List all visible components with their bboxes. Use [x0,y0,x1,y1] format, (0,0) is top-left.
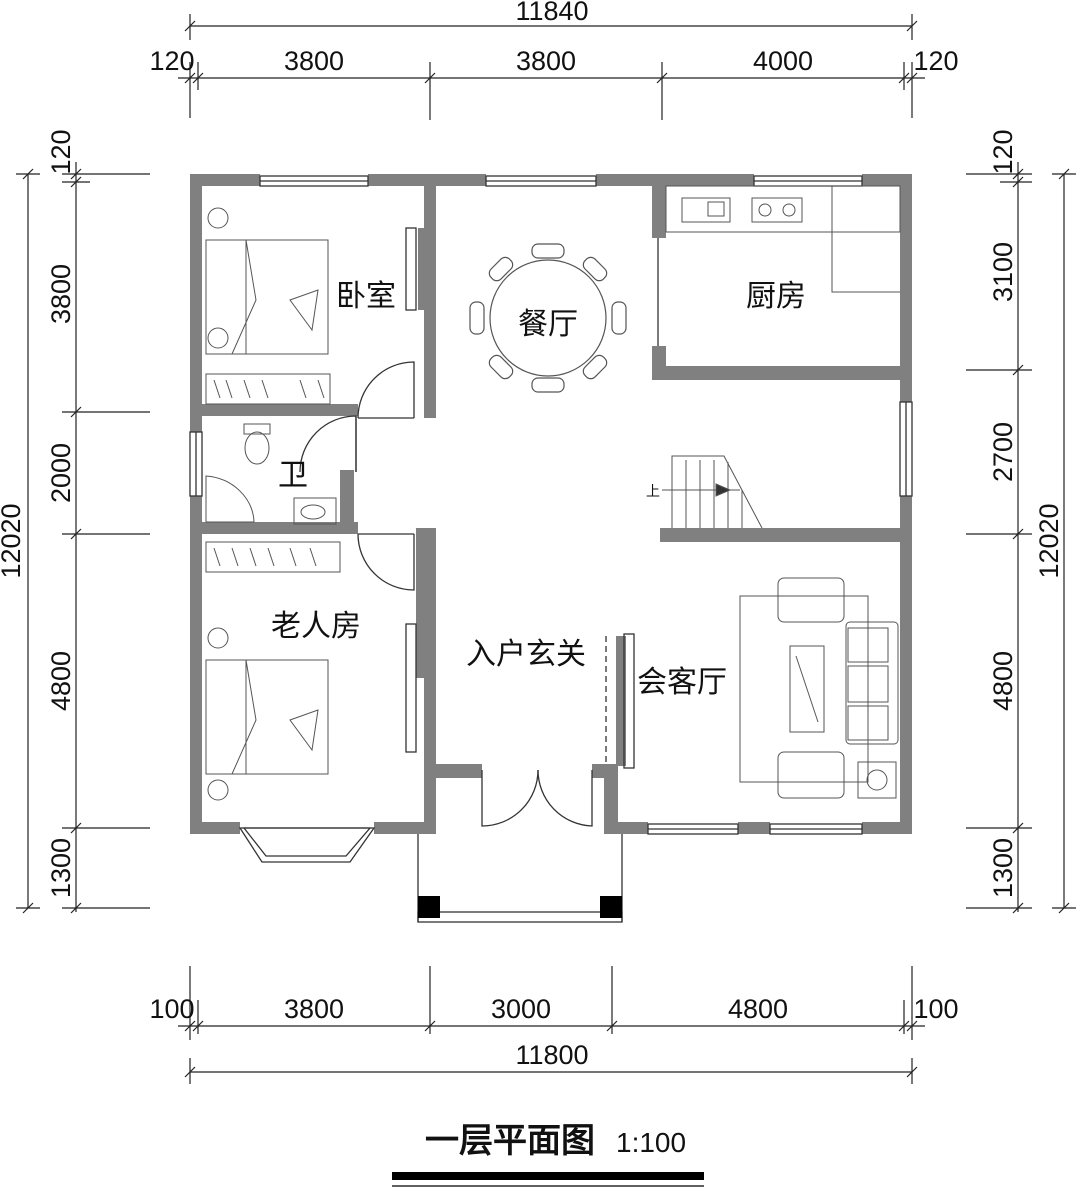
porch [417,834,623,923]
dim-right-3: 2700 [988,422,1018,482]
room-label-dining: 餐厅 [518,307,578,342]
doors [299,238,659,827]
dim-bottom-3: 3000 [491,994,551,1024]
room-labels: 卧室 餐厅 厨房 卫 老人房 入户玄关 会客厅 [271,279,806,700]
room-label-reception: 会客厅 [637,665,727,700]
dim-right-5: 1300 [988,838,1018,898]
kitchen-counter [665,185,901,293]
dim-right-total: 12020 [1034,503,1064,578]
room-label-entrance: 入户玄关 [466,637,586,672]
wardrobe-bedroom [205,373,331,405]
dining-table [469,243,627,393]
dim-left-3: 2000 [46,443,76,503]
dim-left-total: 12020 [0,503,26,578]
dim-right-2: 3100 [988,242,1018,302]
living-room-furniture [739,577,899,799]
room-label-kitchen: 厨房 [746,279,806,314]
drawing-scale: 1:100 [616,1127,686,1158]
dim-bottom-2: 3800 [284,994,344,1024]
dim-top-5: 120 [913,46,958,76]
dim-right-1: 120 [988,129,1018,174]
dim-top-3: 3800 [516,46,576,76]
dim-right-4: 4800 [988,651,1018,711]
dim-bottom-5: 100 [913,994,958,1024]
dim-left-2: 3800 [46,264,76,324]
dim-left-4: 4800 [46,651,76,711]
staircase [662,455,763,529]
dim-left-1: 120 [46,129,76,174]
dim-top-1: 120 [149,46,194,76]
room-label-elder-room: 老人房 [271,609,361,644]
room-label-bathroom: 卫 [278,458,308,493]
dim-bottom-total: 11800 [515,1040,588,1070]
wardrobe-elder-room [205,541,341,573]
title-underline [392,1172,704,1180]
bed-elder-room [205,627,329,801]
dim-top-2: 3800 [284,46,344,76]
room-label-bedroom: 卧室 [336,279,396,314]
dim-bottom-1: 100 [149,994,194,1024]
dimension-labels: 11840 120 3800 3800 4000 120 100 3800 30… [0,0,1064,1070]
windows [189,175,913,863]
bathroom-fixtures [205,423,337,525]
dim-top-total: 11840 [515,0,588,26]
drawing-title: 一层平面图 [425,1121,595,1161]
stair-up-label: 上 [646,484,660,500]
walls [190,174,912,834]
dim-bottom-4: 4800 [728,994,788,1024]
dim-top-4: 4000 [753,46,813,76]
dimension-lines [16,14,1076,1084]
dim-left-5: 1300 [46,838,76,898]
bed-bedroom [205,207,329,355]
